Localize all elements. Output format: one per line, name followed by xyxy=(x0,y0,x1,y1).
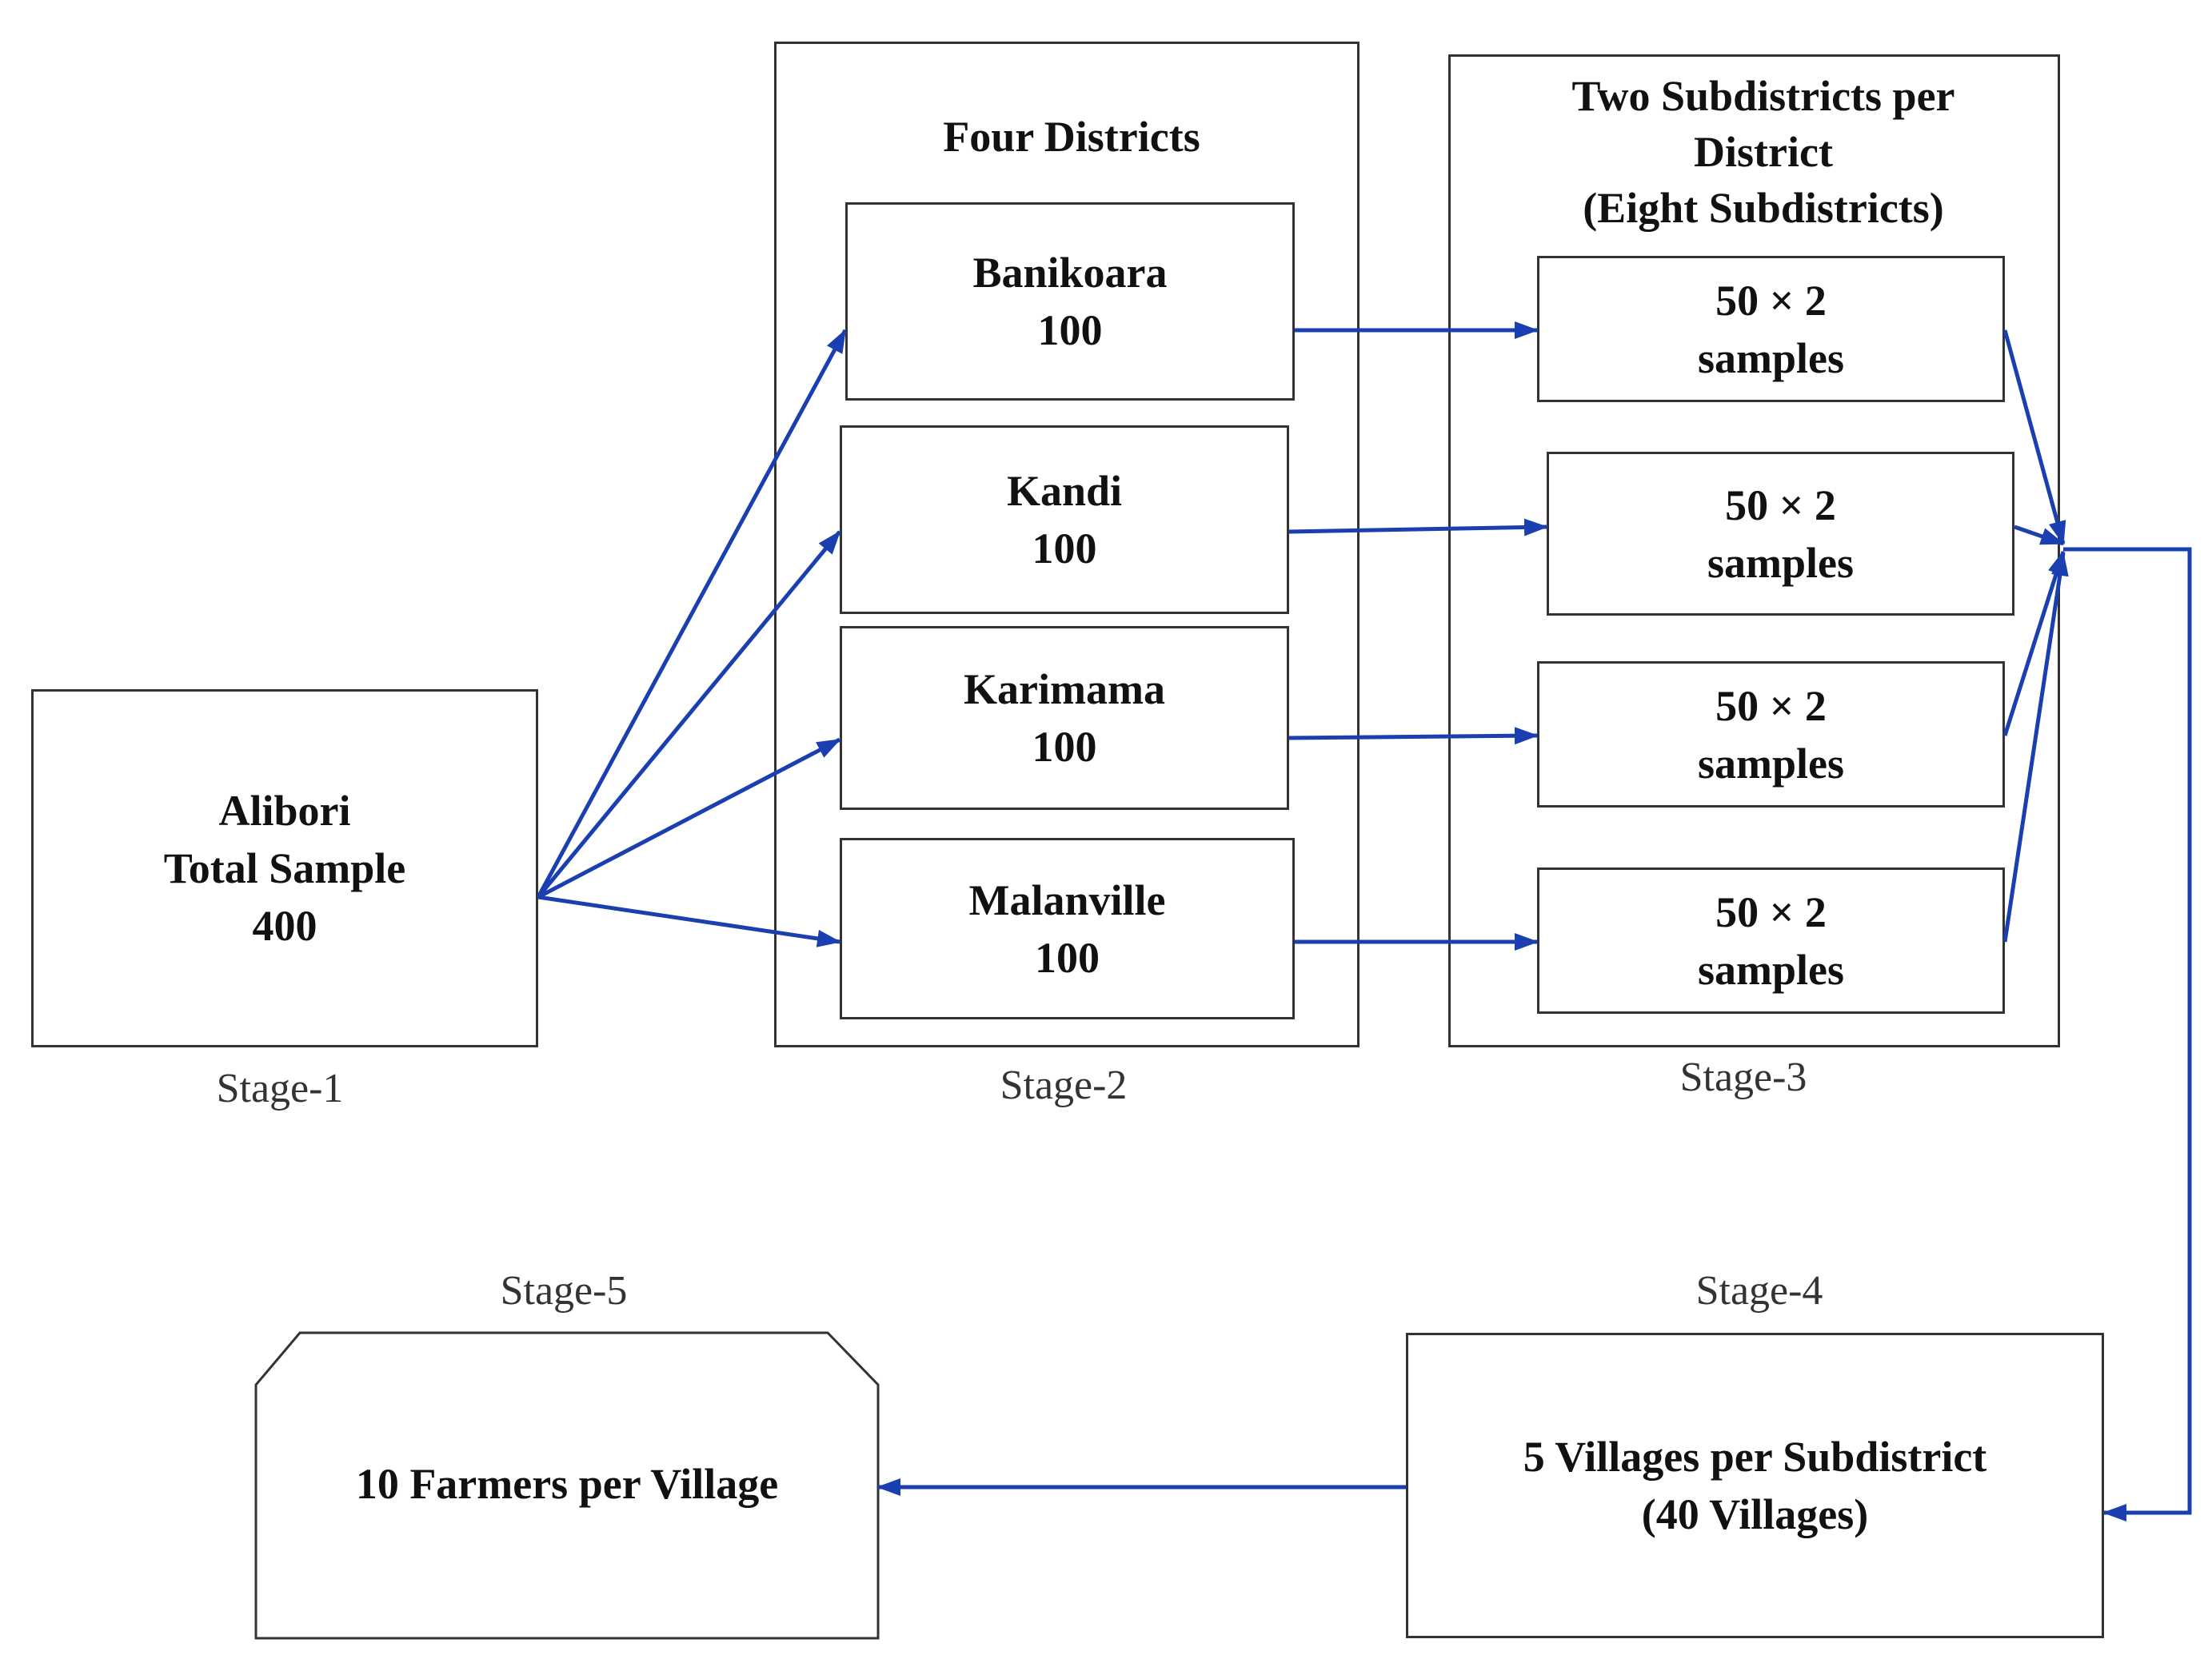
alibori-line-3: 400 xyxy=(252,902,317,950)
samples-box-1: 50 × 2 samples xyxy=(1537,256,2005,402)
arrow-alibori-banikoara xyxy=(536,329,848,899)
alibori-line-2: Total Sample xyxy=(163,844,406,892)
samples-line-2: samples xyxy=(1707,538,1854,587)
arrow-kandi-samples xyxy=(1288,518,1548,536)
farmers-box xyxy=(254,1331,880,1640)
alibori-box: Alibori Total Sample 400 xyxy=(31,689,538,1047)
arrow-samples2-merge xyxy=(2014,524,2065,546)
arrow-samples3-merge xyxy=(2002,550,2066,736)
district-box-karimama: Karimama 100 xyxy=(840,626,1289,810)
arrow-samples4-merge xyxy=(2002,552,2069,943)
villages-line-2: (40 Villages) xyxy=(1641,1490,1869,1538)
stage2-label: Stage-2 xyxy=(1000,1063,1128,1108)
district-count: 100 xyxy=(1032,723,1097,771)
samples-line-2: samples xyxy=(1697,739,1844,788)
district-name: Kandi xyxy=(1006,467,1123,515)
stage3-label: Stage-3 xyxy=(1679,1055,1807,1100)
farmers-text: 10 Farmers per Village xyxy=(355,1460,779,1508)
arrow-merge-villages xyxy=(2063,547,2192,1521)
district-name: Karimama xyxy=(964,665,1165,713)
stage3-title-line-1: Two Subdistricts per xyxy=(1571,72,1955,120)
arrow-alibori-kandi xyxy=(537,530,841,899)
stage2-title: Four Districts xyxy=(943,113,1200,161)
samples-box-4: 50 × 2 samples xyxy=(1537,867,2005,1014)
stage5-label: Stage-5 xyxy=(500,1268,628,1314)
samples-box-2: 50 × 2 samples xyxy=(1547,452,2014,616)
district-name: Banikoara xyxy=(972,249,1168,297)
district-count: 100 xyxy=(1032,524,1097,572)
district-box-malanville: Malanville 100 xyxy=(840,838,1295,1019)
arrow-samples1-merge xyxy=(2002,329,2066,545)
stage2-frame xyxy=(774,42,1360,1047)
samples-line-1: 50 × 2 xyxy=(1725,481,1836,529)
samples-line-2: samples xyxy=(1697,333,1844,382)
stage3-title-line-3: (Eight Subdistricts) xyxy=(1583,184,1944,232)
samples-line-1: 50 × 2 xyxy=(1715,681,1827,730)
samples-box-3: 50 × 2 samples xyxy=(1537,661,2005,808)
district-box-banikoara: Banikoara 100 xyxy=(845,202,1295,401)
alibori-line-1: Alibori xyxy=(218,787,351,835)
samples-line-1: 50 × 2 xyxy=(1715,887,1827,936)
district-count: 100 xyxy=(1035,933,1100,982)
stage1-label: Stage-1 xyxy=(216,1066,344,1111)
stage3-title-line-2: District xyxy=(1694,128,1833,176)
arrow-karimama-samples xyxy=(1288,727,1539,745)
district-box-kandi: Kandi 100 xyxy=(840,425,1289,614)
villages-line-1: 5 Villages per Subdistrict xyxy=(1523,1433,1987,1481)
arrow-alibori-karimama xyxy=(537,737,841,899)
district-name: Malanville xyxy=(968,875,1166,924)
samples-line-2: samples xyxy=(1697,945,1844,994)
stage4-label: Stage-4 xyxy=(1695,1268,1823,1314)
district-count: 100 xyxy=(1037,306,1103,354)
arrow-alibori-malanville xyxy=(537,895,841,947)
villages-box: 5 Villages per Subdistrict (40 Villages) xyxy=(1406,1333,2104,1638)
samples-line-1: 50 × 2 xyxy=(1715,276,1827,325)
stage3-title: Two Subdistricts per District (Eight Sub… xyxy=(1471,68,2055,236)
